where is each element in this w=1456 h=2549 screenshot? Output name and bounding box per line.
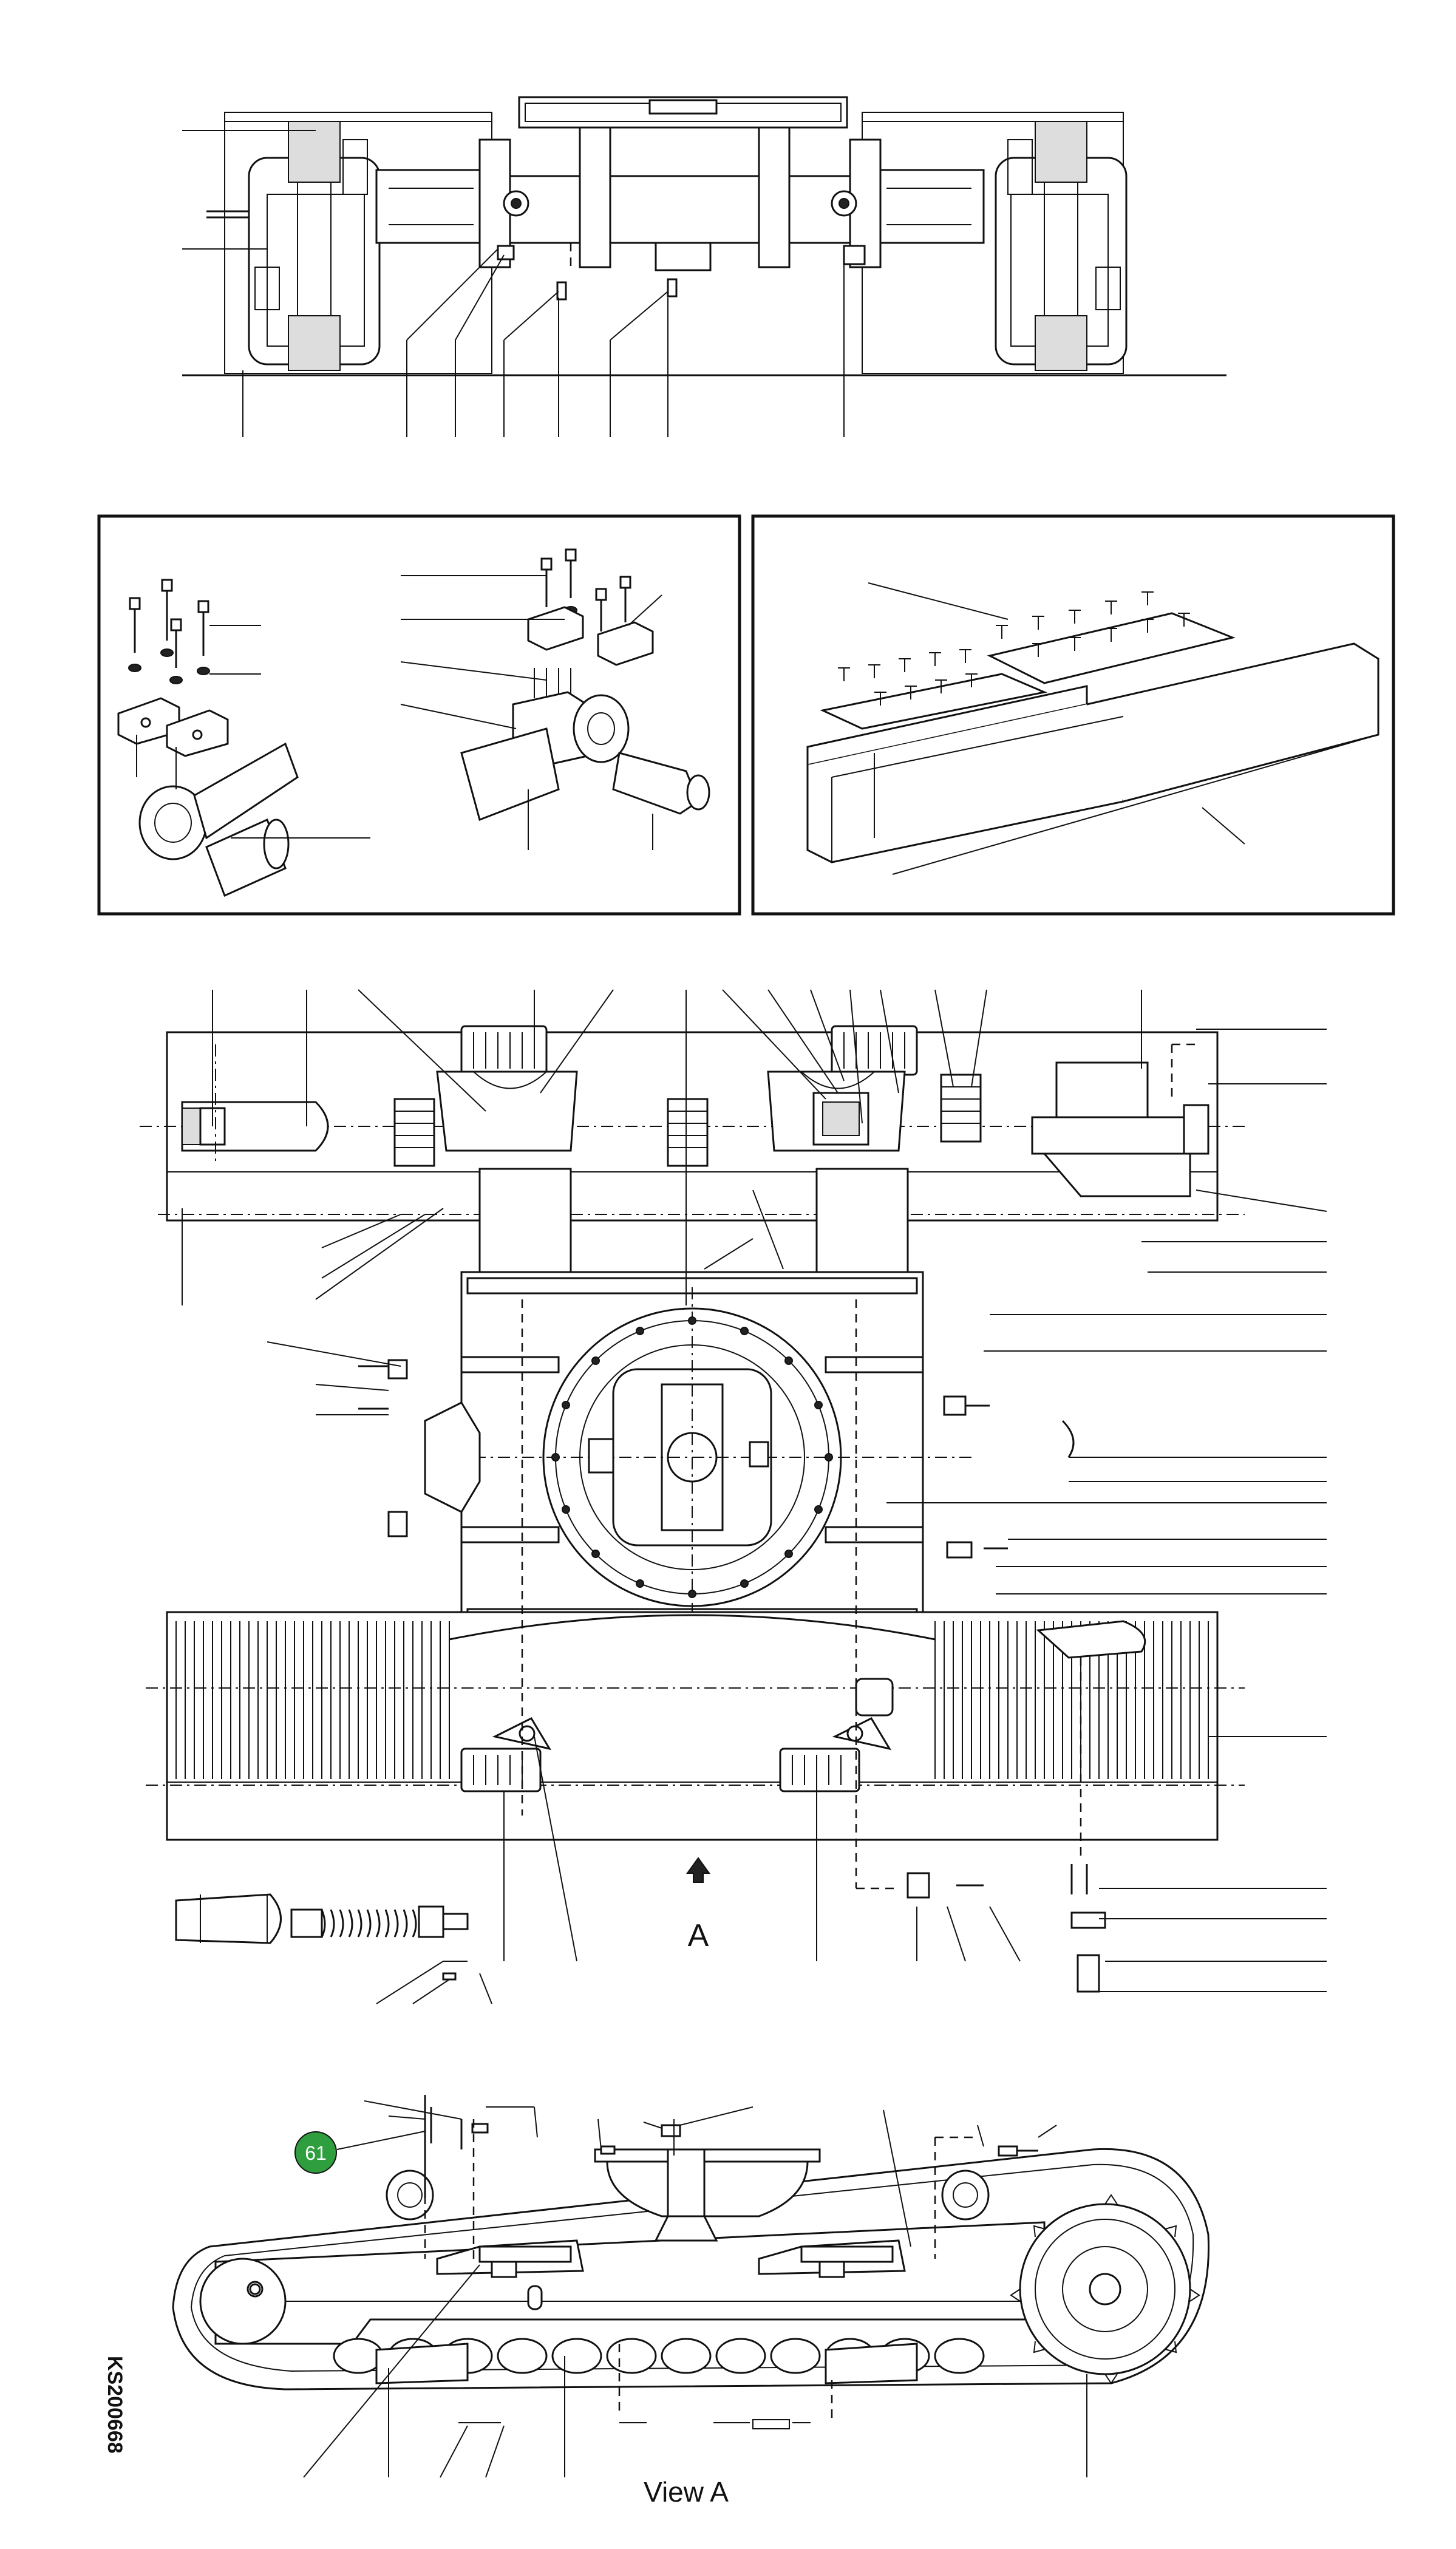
main-plan-view: A [140, 989, 1327, 1993]
detail-left-leaders [136, 575, 662, 850]
bolt-set-left [117, 579, 299, 897]
plan-leaders-left [267, 1189, 784, 1415]
plan-small-parts [358, 1359, 1106, 1993]
track-adjuster [175, 1893, 492, 2004]
side-view-small-parts [424, 2095, 1038, 2429]
track-shoe-lines [175, 1621, 1209, 1779]
view-arrow-icon [686, 1857, 710, 1883]
side-view-leaders [303, 2100, 1087, 2478]
callout-61-circle [294, 2131, 337, 2174]
center-frame-plan [424, 1168, 971, 1638]
arrow-label: A [688, 1918, 709, 1953]
view-a-label: View A [644, 2476, 729, 2508]
detail-box-track-guard [751, 514, 1395, 916]
plan-leaders-right [886, 1029, 1327, 1992]
center-frame-rear-view [375, 96, 985, 301]
right-track-rear-view [995, 121, 1128, 371]
bolt-set-idler [460, 548, 710, 821]
top-rear-view [182, 96, 1226, 437]
side-view-a: 61 View A KS200668 [103, 2095, 1210, 2508]
plan-leaders-top [182, 989, 1142, 1305]
bolt-grid [838, 591, 1190, 706]
upper-guide-grilles [473, 1032, 905, 1069]
left-track-rear-view [206, 121, 381, 371]
top-view-leaders [182, 130, 845, 437]
bearing-bolts [551, 1316, 833, 1598]
drawing-code: KS200668 [103, 2356, 126, 2454]
callout-badge: 61 [294, 2131, 426, 2174]
detail-box-bolts-idler [97, 514, 741, 916]
lower-track-frame [166, 1611, 1219, 1841]
sprocket-wheel [1010, 2194, 1200, 2384]
plan-leaders-bottom [503, 1736, 1021, 1962]
callout-61-label: 61 [305, 2142, 327, 2164]
